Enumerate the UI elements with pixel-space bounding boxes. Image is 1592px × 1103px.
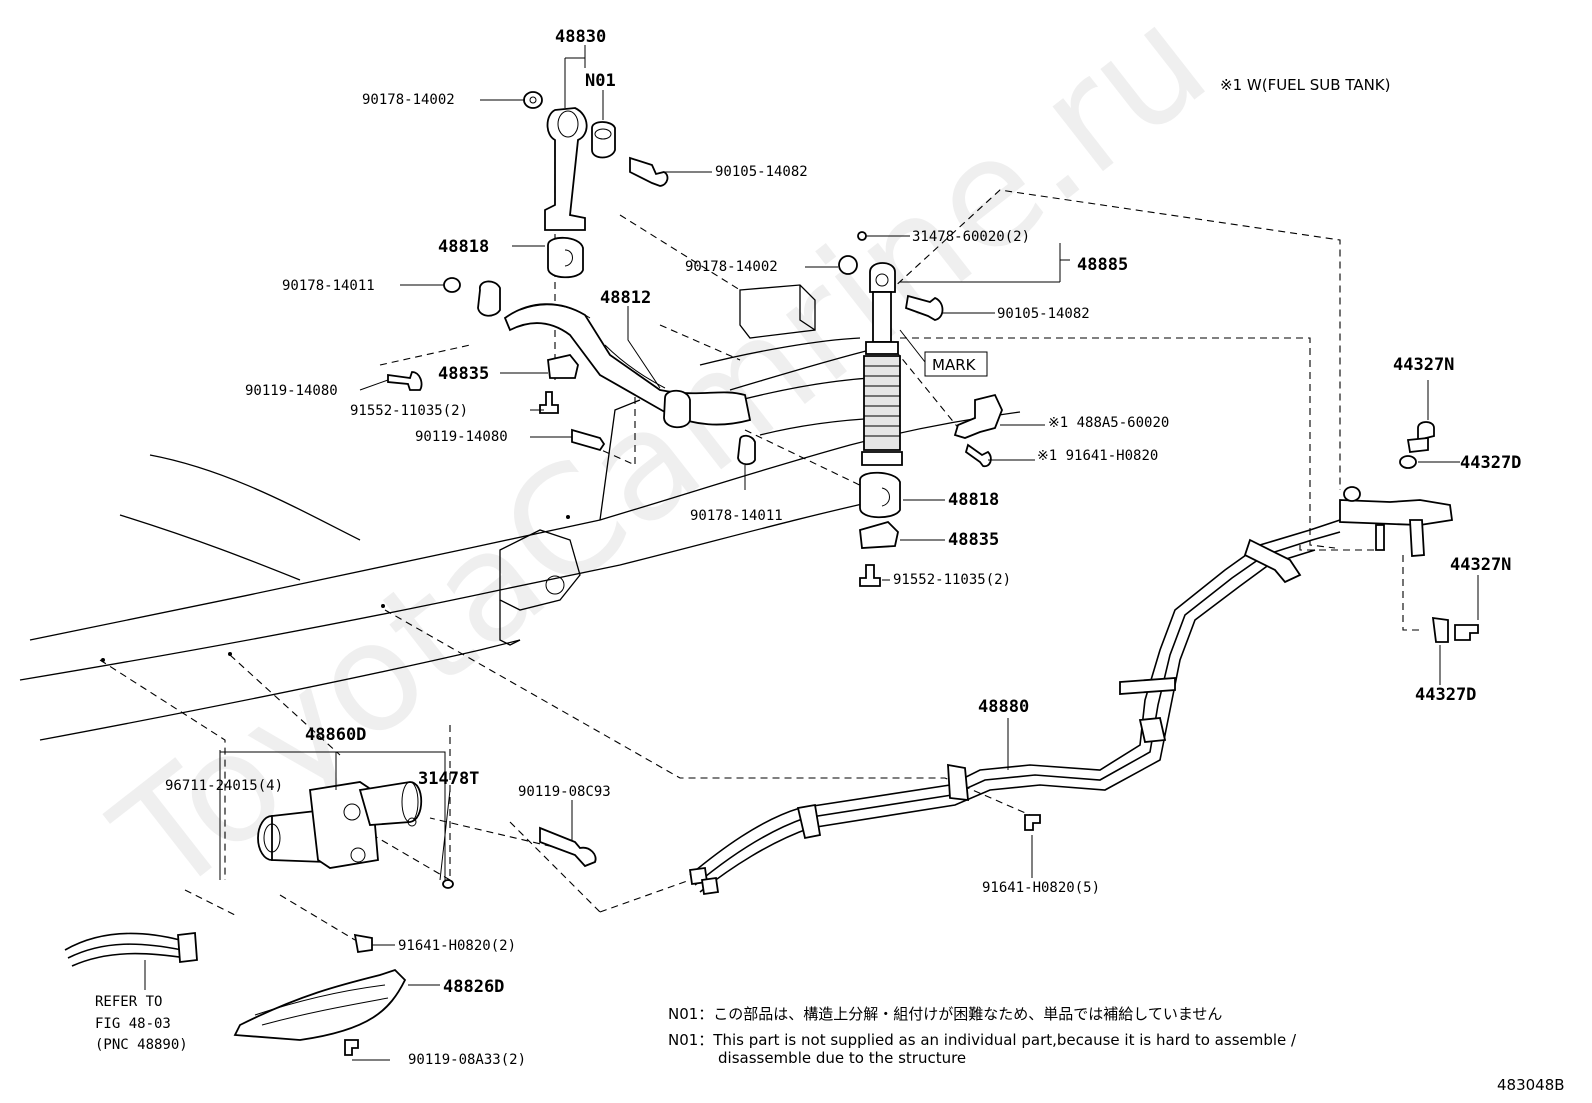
footnote-en-2: disassemble due to the structure [718,1049,966,1067]
label-96711-24015: 96711-24015(4) [165,778,283,794]
footnote-en-1: N01：This part is not supplied as an indi… [668,1031,1297,1049]
label-44327d-bottom: 44327D [1415,685,1476,705]
refer-line-3: (PNC 48890) [95,1037,188,1053]
label-44327n-bottom: 44327N [1450,555,1511,575]
label-48818-right: 48818 [948,490,999,510]
label-n01: N01 [585,71,616,91]
stabilizer-link-48830 [544,107,588,231]
label-48835-right: 48835 [948,530,999,550]
leader-lines [144,45,1479,1061]
actuator-48860d [257,781,454,889]
fuel-pipe-48880 [688,486,1454,896]
label-48880: 48880 [978,697,1029,717]
part-labels: 48830 N01 90178-14002 90105-14082 48818 … [165,27,1521,1068]
bushings-group [443,91,901,549]
footnote-jp: N01：この部品は、構造上分解・組付けが困難なため、単品では補給していません [668,1005,1222,1023]
label-48885: 48885 [1077,255,1128,275]
label-90119-14080-left: 90119-14080 [245,383,338,399]
label-48826d: 48826D [443,977,504,997]
label-90178-14002-mid: 90178-14002 [685,259,778,275]
label-90119-08c93: 90119-08C93 [518,784,611,800]
header-note: ※1 W(FUEL SUB TANK) [1220,76,1391,94]
label-91552-11035-left: 91552-11035(2) [350,403,468,419]
footnotes: N01：この部品は、構造上分解・組付けが困難なため、単品では補給していません N… [668,1005,1297,1067]
label-91552-11035-right: 91552-11035(2) [893,572,1011,588]
label-488a5-60020: ※1 488A5-60020 [1048,415,1169,431]
refer-line-1: REFER TO [95,994,162,1010]
mark-label: MARK [932,356,977,374]
assembly-dashed-lines [99,150,1420,941]
mark-callout: MARK [899,329,988,377]
label-90105-14082-top: 90105-14082 [715,164,808,180]
label-48812: 48812 [600,288,651,308]
insulator-48826d [233,968,407,1041]
shock-absorber-48885 [861,262,903,466]
bracket-488a5 [953,393,1003,439]
label-48835-left: 48835 [438,364,489,384]
vehicle-frame [19,284,1021,741]
refer-to-block: REFER TO FIG 48-03 (PNC 48890) [95,994,188,1053]
label-90119-08a33: 90119-08A33(2) [408,1052,526,1068]
bolts-group [344,231,1479,1056]
stabilizer-bar-48812 [503,303,752,426]
label-90178-14011-mid: 90178-14011 [690,508,783,524]
label-90178-14011-left: 90178-14011 [282,278,375,294]
label-91641-h0820-star: ※1 91641-H0820 [1037,448,1158,464]
label-44327n-top: 44327N [1393,355,1454,375]
label-91641-h0820-2: 91641-H0820(2) [398,938,516,954]
label-31478t: 31478T [418,769,479,789]
figure-id: 483048B [1497,1076,1565,1094]
label-90178-14002-top: 90178-14002 [362,92,455,108]
label-44327d-top: 44327D [1460,453,1521,473]
label-48818-left: 48818 [438,237,489,257]
label-31478-60020: 31478-60020(2) [912,229,1030,245]
label-48860d: 48860D [305,725,366,745]
hoses-refer [64,931,198,967]
label-90105-14082-right: 90105-14082 [997,306,1090,322]
label-91641-h0820-5: 91641-H0820(5) [982,880,1100,896]
label-90119-14080-mid: 90119-14080 [415,429,508,445]
refer-line-2: FIG 48-03 [95,1016,171,1032]
label-48830: 48830 [555,27,606,47]
